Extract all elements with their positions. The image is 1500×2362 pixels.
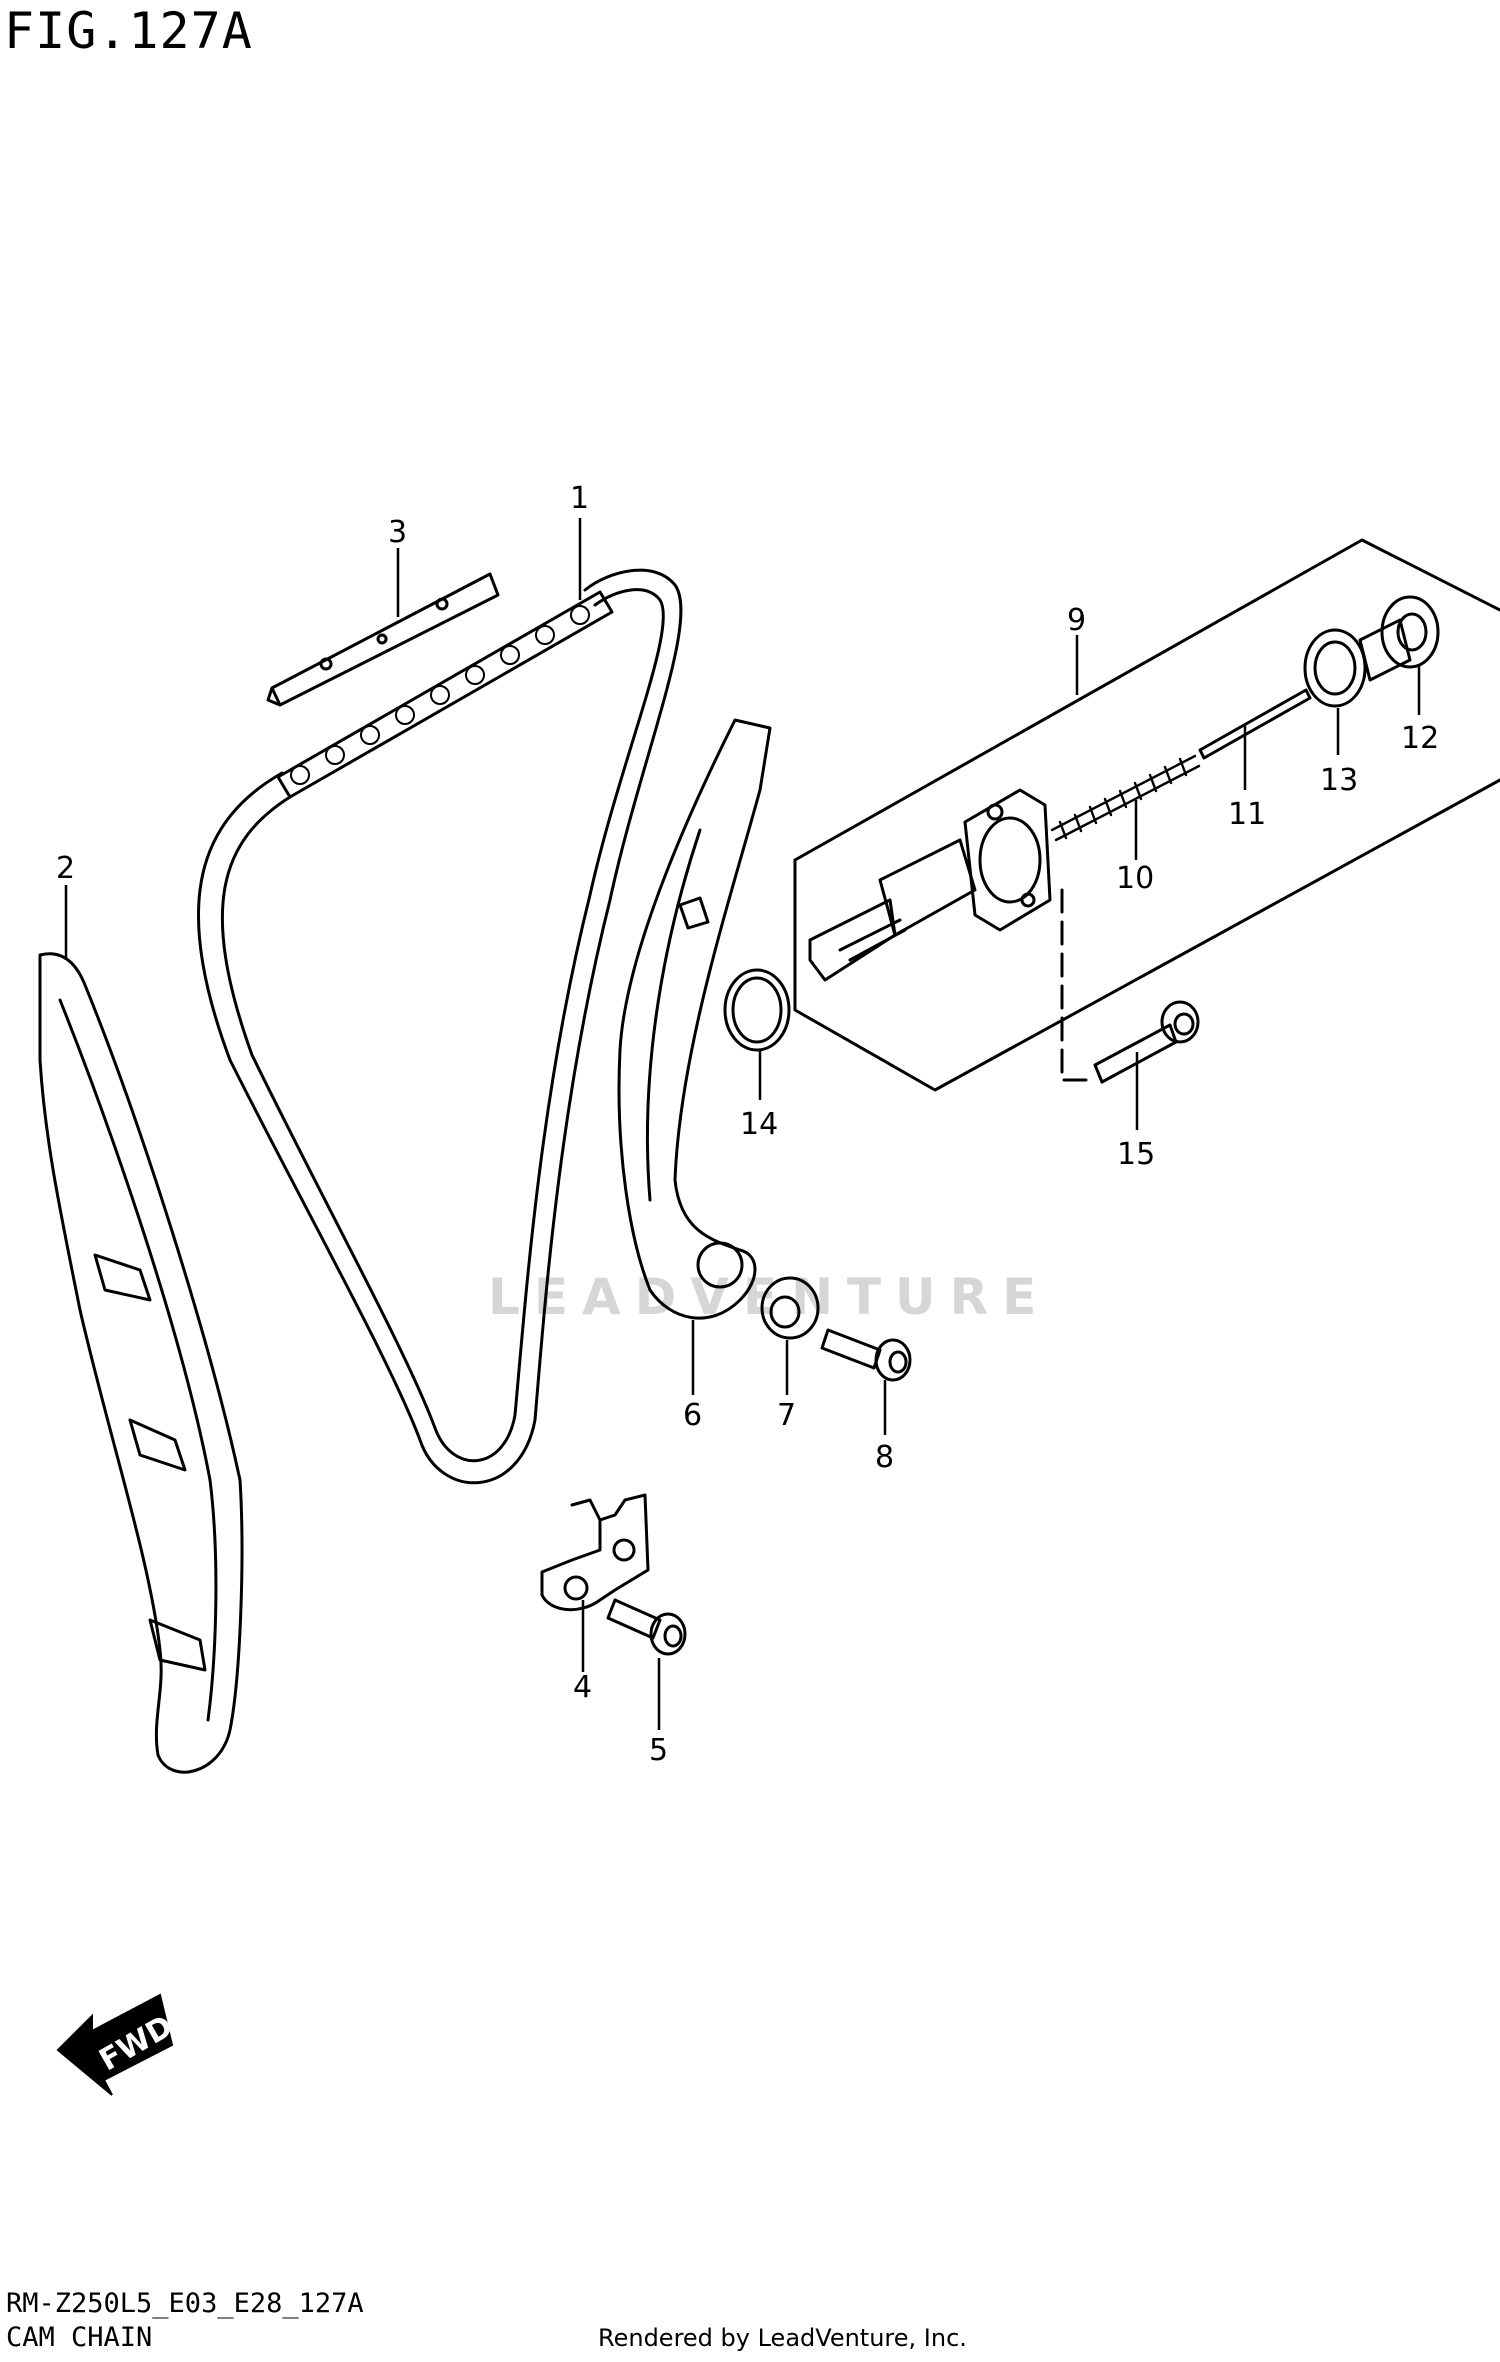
- diagram-name: CAM CHAIN: [6, 2322, 153, 2353]
- callout-12: 12: [1401, 721, 1439, 756]
- callout-6: 6: [683, 1398, 702, 1433]
- pivot-bolt: [820, 1328, 912, 1382]
- callout-14: 14: [740, 1107, 778, 1142]
- tensioner-cap-bolt: [1358, 595, 1440, 682]
- callout-9: 9: [1067, 603, 1086, 638]
- callout-1: 1: [570, 481, 589, 516]
- diagram-code: RM-Z250L5_E03_E28_127A: [6, 2288, 364, 2319]
- tensioner-guide: [617, 718, 772, 1320]
- tensioner-gasket: [1303, 628, 1367, 708]
- rendered-by-text: Rendered by LeadVenture, Inc.: [598, 2324, 967, 2352]
- callout-8: 8: [875, 1440, 894, 1475]
- tensioner-mount-bolt: [1093, 1000, 1200, 1084]
- pivot-bushing: [760, 1276, 820, 1340]
- callout-7: 7: [777, 1398, 796, 1433]
- tensioner-rod: [1198, 688, 1312, 760]
- o-ring: [723, 968, 791, 1052]
- chain-guide-front: [38, 952, 244, 1774]
- callout-11: 11: [1228, 797, 1266, 832]
- tensioner-spring: [1050, 754, 1201, 842]
- fwd-arrow-icon: FWD: [56, 1993, 179, 2096]
- tensioner-assembly-box: [793, 538, 1500, 1092]
- chain-guide-top: [266, 572, 500, 707]
- callout-15: 15: [1117, 1137, 1155, 1172]
- callout-3: 3: [388, 515, 407, 550]
- callout-5: 5: [649, 1733, 668, 1768]
- callout-2: 2: [56, 851, 75, 886]
- chain-guide-bracket: [540, 1493, 650, 1612]
- callout-4: 4: [573, 1670, 592, 1705]
- callout-13: 13: [1320, 763, 1358, 798]
- cam-chain-tensioner: [808, 788, 1052, 982]
- callout-10: 10: [1116, 861, 1154, 896]
- cam-chain: [196, 568, 683, 1485]
- bracket-bolt: [606, 1598, 687, 1656]
- figure-title: FIG.127A: [4, 2, 253, 60]
